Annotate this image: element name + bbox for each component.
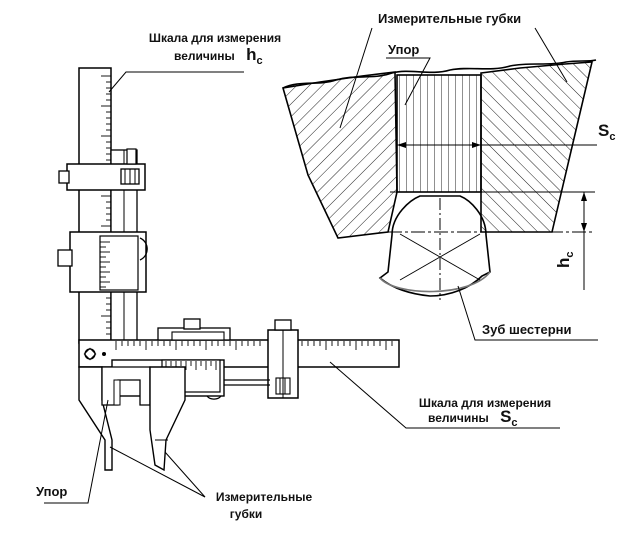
- label-scale-h-line2: величины hc: [174, 45, 263, 68]
- left-jaw-hatched: [281, 71, 398, 239]
- leader-stop-bottom: [44, 399, 109, 504]
- horizontal-scale-ticks: [115, 341, 393, 350]
- vertical-scale-beam: [78, 67, 112, 344]
- leader-jaws-bottom-2: [164, 451, 206, 498]
- label-stop-bottom: Упор: [36, 484, 68, 499]
- label-scale-s-line2: величины Sc: [428, 407, 518, 430]
- symbol-h-scale: hc: [246, 45, 263, 67]
- leader-jaws-top-left: [339, 27, 373, 129]
- symbol-h-dimension: hc: [554, 251, 576, 268]
- stop-block: [396, 74, 482, 193]
- label-jaws-bottom-line1: Измерительные: [215, 490, 313, 504]
- symbol-s-dimension: Sc: [598, 121, 616, 143]
- leader-jaws-top-right: [534, 27, 568, 83]
- right-jaw-hatched: [480, 61, 594, 233]
- label-scale-s-line1: Шкала для измерения: [418, 396, 552, 410]
- label-scale-h-line1: Шкала для измерения: [148, 31, 282, 45]
- leader-scale-h: [108, 71, 244, 93]
- leader-jaws-bottom-1: [109, 446, 206, 498]
- label-scale-h-word: величины: [174, 49, 235, 63]
- jaw-section: [281, 59, 597, 300]
- leader-stop-top: [386, 57, 431, 106]
- label-scale-s-word: величины: [428, 411, 489, 425]
- gear-tooth-outline: [378, 195, 491, 297]
- instrument: [57, 67, 400, 472]
- symbol-s-scale: Sc: [500, 407, 518, 429]
- middle-vernier-ticks: [100, 241, 110, 288]
- leader-lines: [44, 27, 598, 504]
- break-line: [282, 59, 597, 89]
- label-stop-top: Упор: [388, 42, 420, 57]
- label-jaws-top: Измерительные губки: [378, 11, 522, 26]
- label-jaws-bottom-line2: губки: [229, 507, 263, 521]
- moving-jaw: [149, 366, 186, 472]
- leader-scale-s: [329, 361, 560, 429]
- horizontal-scale-beam: [78, 339, 400, 368]
- leader-gear-tooth: [457, 285, 598, 341]
- label-gear-tooth: Зуб шестерни: [482, 322, 572, 337]
